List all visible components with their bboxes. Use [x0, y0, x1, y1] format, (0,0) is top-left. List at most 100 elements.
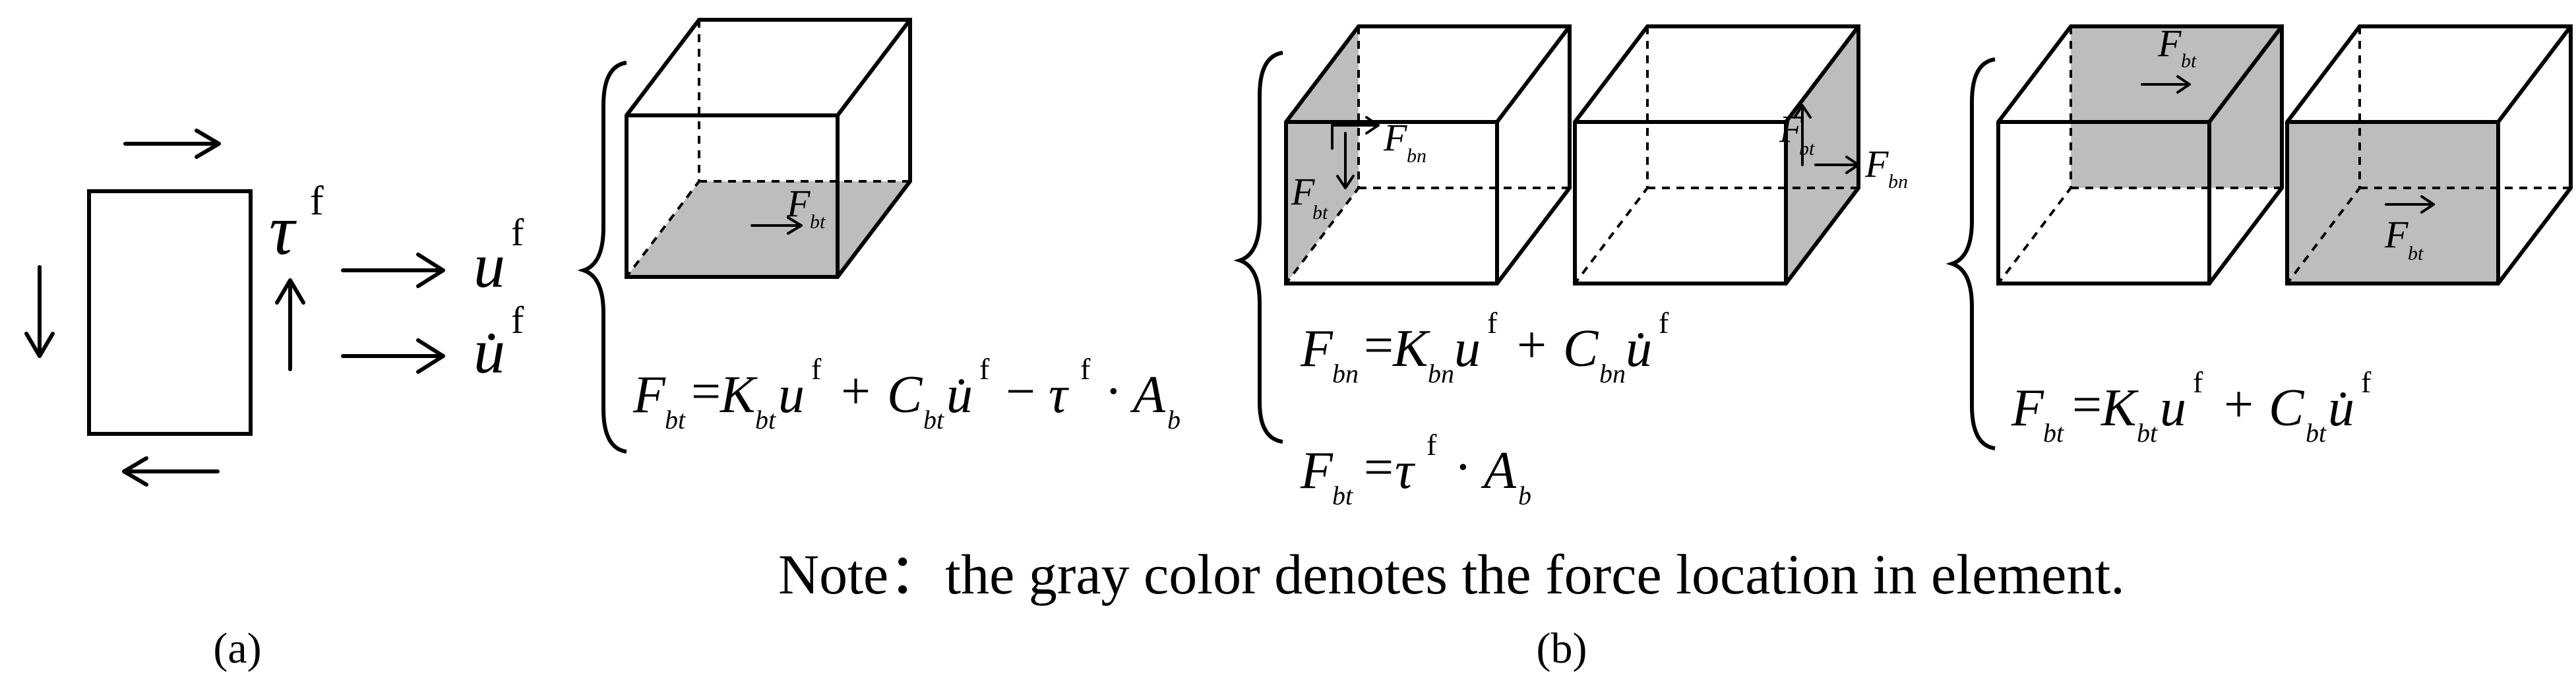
equation-glyph: bt — [755, 405, 776, 435]
shear-arrow-right — [275, 278, 305, 371]
equation-glyph: τ — [1049, 366, 1070, 424]
equation-glyph: K — [2101, 379, 2139, 437]
equation-glyph: F — [1300, 442, 1334, 500]
case-side-faces: F bn F bt F bt F bn F bn — [1233, 26, 1908, 510]
equation-glyph: = — [1364, 438, 1394, 496]
shaded-back-face — [2071, 26, 2282, 188]
panel-a: τ f u f u̇ f (a) — [24, 129, 524, 673]
force-label-glyph: F — [1864, 142, 1889, 185]
equation-glyph: bt — [2043, 418, 2064, 448]
case-top-front-faces: F bt F bt F bt = K bt u f + C — [1946, 22, 2571, 450]
fbt-label: F — [786, 182, 811, 225]
equation-glyph: f — [811, 352, 822, 386]
map-arrow-udot — [341, 338, 445, 374]
shaded-left-face — [1286, 26, 1359, 284]
force-label-glyph: F — [1383, 116, 1407, 159]
equation-glyph: u̇ — [946, 366, 973, 424]
shaded-front-face — [2287, 122, 2498, 284]
force-label-glyph: bn — [1888, 171, 1908, 193]
brace-2 — [1233, 51, 1283, 444]
equation-glyph: bt — [923, 405, 944, 435]
force-arrow-fbt-right — [1793, 104, 1812, 166]
tau-label: τ — [269, 191, 297, 270]
equation-glyph: bn — [1599, 359, 1626, 388]
equation-glyph: f — [1426, 428, 1437, 462]
note-text: Note：the gray color denotes the force lo… — [778, 543, 2125, 606]
caption-b: (b) — [1537, 624, 1587, 673]
equation-glyph: A — [1130, 366, 1166, 424]
equation-glyph: u — [1454, 320, 1481, 378]
force-label-glyph: bt — [2181, 50, 2197, 72]
equation-glyph: F — [632, 366, 666, 424]
equation-glyph: + — [1517, 316, 1547, 375]
force-arrow-fbt — [751, 216, 803, 235]
equation-glyph: u — [2160, 379, 2186, 437]
case-bottom-face: F bt F bt = K bt u f + C bt u̇ f − τ f ·… — [577, 20, 1181, 454]
equation-glyph: b — [1167, 405, 1181, 435]
equation-glyph: K — [1392, 320, 1430, 378]
equation-glyph: C — [2269, 379, 2305, 437]
equation-glyph: f — [2193, 365, 2203, 399]
equation-glyph: F — [1300, 320, 1334, 378]
map-arrow-u — [341, 253, 445, 288]
equation-glyph: A — [1481, 442, 1517, 500]
equation-glyph: bt — [1332, 481, 1353, 510]
equation-1: F bt = K bt u f + C bt u̇ f − τ f · A b — [632, 352, 1181, 435]
equation-4: F bt = K bt u f + C bt u̇ f — [2011, 365, 2372, 448]
shear-arrow-bottom — [122, 456, 220, 487]
equation-glyph: bn — [1428, 359, 1454, 388]
caption-a: (a) — [213, 624, 261, 673]
force-arrow-fbn-left — [1331, 116, 1380, 150]
equation-glyph: · — [1105, 363, 1122, 421]
equation-glyph: − — [1006, 363, 1035, 421]
equation-3: F bt = τ f · A b — [1300, 428, 1531, 510]
equation-glyph: = — [2072, 376, 2102, 434]
equation-glyph: C — [887, 366, 923, 424]
equation-glyph: · — [1454, 438, 1472, 496]
tau-superscript: f — [310, 179, 324, 224]
brace-3 — [1946, 57, 1996, 450]
equation-glyph: u̇ — [1626, 320, 1652, 378]
force-label-glyph: F — [2157, 22, 2182, 65]
fbt-subscript: bt — [810, 211, 826, 233]
equation-glyph: bn — [1332, 359, 1359, 388]
shear-arrow-left — [24, 265, 55, 358]
equation-glyph: = — [691, 363, 721, 421]
equation-glyph: C — [1563, 320, 1599, 378]
force-label-glyph: bt — [2408, 243, 2424, 264]
equation-glyph: f — [1659, 306, 1669, 340]
equation-glyph: bt — [2306, 418, 2327, 448]
force-arrow-fbt-front — [2385, 195, 2435, 214]
force-label-glyph: F — [1291, 170, 1315, 213]
udot-superscript: f — [511, 299, 524, 342]
udot-label: u̇ — [474, 316, 505, 386]
shaded-right-face — [1786, 26, 1858, 284]
equation-glyph: K — [720, 366, 758, 424]
equation-glyph: f — [979, 352, 990, 386]
shear-arrow-top — [123, 129, 221, 159]
shaded-bottom-face — [627, 181, 910, 277]
equation-glyph: = — [1364, 316, 1394, 375]
equation-glyph: u — [778, 366, 805, 424]
equation-2: F bn = K bn u f + C bn u̇ f — [1300, 306, 1669, 388]
force-arrow-fbn-right — [1814, 156, 1860, 174]
force-label-glyph: bt — [1799, 138, 1815, 160]
force-arrow-fbt-left — [1336, 132, 1355, 189]
equation-glyph: f — [1487, 306, 1498, 340]
equation-glyph: bt — [665, 405, 686, 435]
equation-glyph: b — [1518, 481, 1531, 510]
equation-glyph: f — [2361, 365, 2372, 399]
equation-glyph: f — [1080, 352, 1091, 386]
equation-glyph: u̇ — [2328, 379, 2354, 437]
brace-1 — [577, 61, 627, 454]
shear-element-rect — [87, 189, 253, 436]
force-arrow-fbt-back — [2141, 75, 2191, 94]
equation-glyph: bt — [2137, 418, 2158, 448]
force-label-glyph: bt — [1312, 202, 1328, 224]
force-label-glyph: F — [1779, 107, 1803, 150]
force-label-glyph: bn — [1407, 145, 1426, 167]
u-superscript: f — [511, 211, 524, 254]
equation-glyph: F — [2011, 379, 2044, 437]
equation-glyph: + — [841, 363, 871, 421]
